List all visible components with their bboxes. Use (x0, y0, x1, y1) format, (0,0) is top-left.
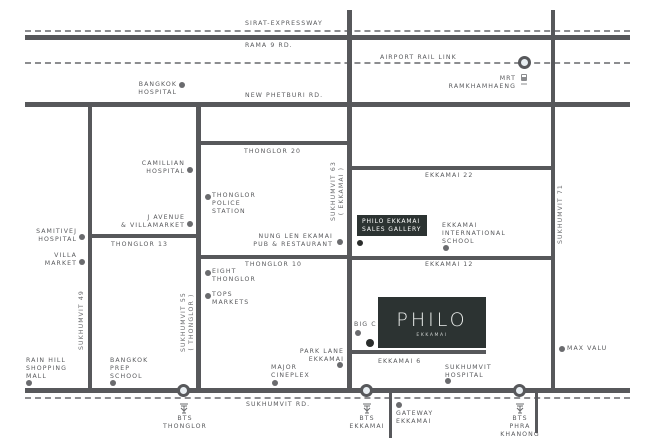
ekkamai12-label: EKKAMAI 12 (425, 261, 474, 268)
bts-ekkamai-label: BTS EKKAMAI (349, 415, 385, 430)
eight-thonglor-marker[interactable] (205, 270, 211, 276)
thonglor20-label: THONGLOR 20 (244, 148, 302, 155)
airport-rail-link-label: AIRPORT RAIL LINK (380, 54, 457, 61)
sukhumvit63-road (347, 10, 352, 392)
park-lane-label: PARK LANE EKKAMAI (299, 348, 344, 363)
bts-ekkamai-station[interactable] (360, 384, 373, 397)
expressway-line (25, 30, 630, 32)
expressway-label: SIRAT-EXPRESSWAY (245, 20, 323, 27)
ekkamai-intl-school-marker[interactable] (443, 245, 449, 251)
sukhumvit-hospital-marker[interactable] (445, 378, 451, 384)
bts-icon (363, 403, 371, 414)
phra-khanong-road (535, 388, 538, 433)
bts-icon (516, 403, 524, 414)
sukhumvit55-label: SUKHUMVIT 55 ( THONGLOR ) (180, 292, 195, 352)
sukhumvit-road-label: SUKHUMVIT RD. (246, 401, 311, 408)
bangkok-hospital-label: BANGKOK HOSPITAL (138, 81, 177, 96)
ekkamai12-road (350, 256, 553, 260)
sukhumvit49-road (88, 102, 92, 392)
eight-thonglor-label: EIGHT THONGLOR (212, 268, 256, 283)
sukhumvit49-label: SUKHUMVIT 49 (78, 290, 85, 350)
sukhumvit71-road (551, 10, 555, 392)
j-avenue-marker[interactable] (187, 221, 193, 227)
major-cineplex-label: MAJOR CINEPLEX (271, 364, 310, 379)
bts-icon (180, 403, 188, 414)
gateway-ekkamai-marker[interactable] (396, 402, 402, 408)
sukhumvit-road (25, 388, 630, 393)
ekkamai-intl-school-label: EKKAMAI INTERNATIONAL SCHOOL (442, 222, 506, 245)
samitivej-hospital-label: SAMITIVEJ HOSPITAL (36, 228, 77, 243)
sukhumvit63-label: SUKHUMVIT 63 ( EKKAMAI ) (330, 161, 345, 221)
gateway-ekkamai-label: GATEWAY EKKAMAI (396, 410, 434, 425)
park-lane-marker[interactable] (337, 362, 343, 368)
rama9-label: RAMA 9 RD. (245, 42, 293, 49)
sukhumvit55-road (196, 102, 201, 392)
bts-thonglor-label: BTS THONGLOR (163, 415, 207, 430)
sales-gallery-badge: PHILO EKKAMAI SALES GALLERY (357, 215, 427, 236)
bts-thonglor-station[interactable] (177, 384, 190, 397)
samitivej-hospital-marker[interactable] (79, 234, 85, 240)
bts-line (25, 397, 630, 399)
philo-location-marker[interactable] (366, 339, 374, 347)
philo-project-badge[interactable]: PHILO EKKAMAI (378, 297, 486, 348)
thonglor20-road (198, 141, 350, 145)
ekkamai6-road (350, 350, 486, 354)
ekkamai6-label: EKKAMAI 6 (378, 358, 422, 365)
sukhumvit71-label: SUKHUMVIT 71 (557, 184, 564, 244)
thonglor13-road (90, 234, 198, 238)
rain-hill-label: RAIN HILL SHOPPING MALL (26, 357, 67, 380)
new-phetburi-label: NEW PHETBURI RD. (245, 92, 324, 99)
nung-len-marker[interactable] (337, 239, 343, 245)
airport-rail-link-line (25, 62, 630, 64)
ekkamai22-label: EKKAMAI 22 (425, 172, 474, 179)
mrt-ramkhamhaeng-label: MRT RAMKHAMHAENG (448, 75, 516, 90)
rama9-road (25, 35, 630, 40)
major-cineplex-marker[interactable] (272, 380, 278, 386)
big-c-label: BIG C (354, 321, 377, 328)
sales-gallery-marker[interactable] (357, 240, 363, 246)
thonglor10-road (198, 255, 350, 259)
bangkok-prep-label: BANGKOK PREP SCHOOL (110, 357, 149, 380)
rain-hill-marker[interactable] (26, 380, 32, 386)
j-avenue-label: J AVENUE & VILLAMARKET (120, 214, 185, 229)
bts-phra-khanong-label: BTS PHRA KHANONG (500, 415, 540, 438)
tops-markets-label: TOPS MARKETS (212, 291, 250, 306)
camillian-hospital-label: CAMILLIAN HOSPITAL (141, 160, 185, 175)
train-icon (521, 74, 527, 85)
camillian-hospital-marker[interactable] (187, 167, 193, 173)
thonglor13-label: THONGLOR 13 (111, 241, 169, 248)
ekkamai-gateway-road (389, 388, 392, 438)
thonglor-police-label: THONGLOR POLICE STATION (212, 192, 256, 215)
big-c-marker[interactable] (355, 330, 361, 336)
new-phetburi-road (25, 102, 630, 107)
villa-market-label: VILLA MARKET (44, 252, 77, 267)
villa-market-marker[interactable] (79, 259, 85, 265)
max-valu-label: MAX VALU (567, 345, 608, 352)
ekkamai22-road (350, 166, 553, 170)
bangkok-hospital-marker[interactable] (179, 82, 185, 88)
max-valu-marker[interactable] (559, 346, 565, 352)
thonglor-police-marker[interactable] (205, 194, 211, 200)
mrt-ramkhamhaeng-station[interactable] (518, 56, 531, 69)
project-name: PHILO (396, 309, 468, 331)
bts-phra-khanong-station[interactable] (513, 384, 526, 397)
nung-len-label: NUNG LEN EKAMAI PUB & RESTAURANT (253, 233, 333, 248)
project-subtitle: EKKAMAI (416, 333, 448, 338)
tops-markets-marker[interactable] (205, 293, 211, 299)
thonglor10-label: THONGLOR 10 (245, 261, 303, 268)
bangkok-prep-marker[interactable] (110, 380, 116, 386)
sukhumvit-hospital-label: SUKHUMVIT HOSPITAL (445, 364, 492, 379)
